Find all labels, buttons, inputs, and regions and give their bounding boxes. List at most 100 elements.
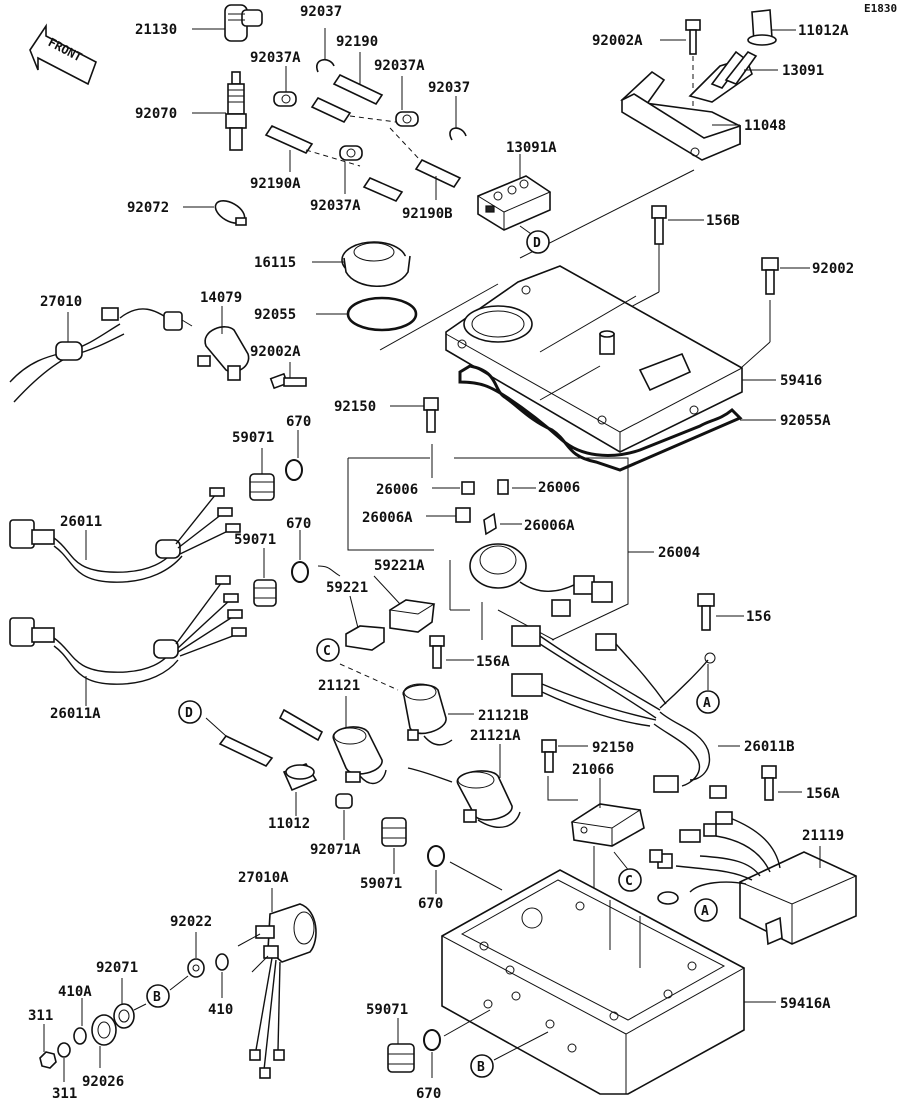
svg-text:A: A <box>701 904 709 919</box>
washer-92022 <box>187 958 205 978</box>
hose-92190 <box>332 73 384 106</box>
callout-26004: 26004 <box>658 545 700 561</box>
cover-59416 <box>445 265 744 453</box>
callout-410a: 410A <box>58 984 92 1000</box>
callout-59071-2: 59071 <box>234 532 276 548</box>
fuse-26006a-2 <box>483 512 497 536</box>
callout-59071-1: 59071 <box>232 430 274 446</box>
bolt-156a-1 <box>429 635 445 669</box>
callout-21121b: 21121B <box>478 708 529 724</box>
svg-text:B: B <box>477 1060 485 1075</box>
callout-26006a-1: 26006A <box>362 510 413 526</box>
svg-text:C: C <box>625 874 633 889</box>
svg-text:D: D <box>185 706 193 721</box>
regulator-21066 <box>570 803 645 847</box>
switch-27010a <box>237 903 317 1079</box>
washer-410a <box>73 1027 87 1045</box>
callout-92071a: 92071A <box>310 842 361 858</box>
callout-670-3: 670 <box>418 896 443 912</box>
callout-11048: 11048 <box>744 118 786 134</box>
coil-21121a <box>407 767 521 829</box>
callout-26011: 26011 <box>60 514 102 530</box>
callout-670-2: 670 <box>286 516 311 532</box>
callout-59416: 59416 <box>780 373 822 389</box>
callout-11012: 11012 <box>268 816 310 832</box>
hose-segment-1 <box>310 96 352 124</box>
callout-27010a: 27010A <box>238 870 289 886</box>
spark-plug-cap-21130 <box>224 4 263 42</box>
diagram-code: E1830 <box>864 2 897 15</box>
callout-670-1: 670 <box>286 414 311 430</box>
ecu-21119 <box>649 785 858 946</box>
clip-92037a-1 <box>273 91 297 107</box>
callout-92037a-3: 92037A <box>310 198 361 214</box>
callout-156a-1: 156A <box>476 654 510 670</box>
callout-92055a: 92055A <box>780 413 831 429</box>
callout-156b: 156B <box>706 213 740 229</box>
o-ring-670-2 <box>291 561 309 583</box>
callout-92002a-2: 92002A <box>250 344 301 360</box>
o-ring-410 <box>215 953 229 971</box>
callout-21121: 21121 <box>318 678 360 694</box>
seal-92026 <box>91 1014 117 1046</box>
callout-92037a-2: 92037A <box>374 58 425 74</box>
marker-d-1: D <box>526 230 550 254</box>
harness-26011b <box>511 625 716 793</box>
callout-26006-1: 26006 <box>376 482 418 498</box>
cap-11012a <box>747 9 777 46</box>
bolt-156a-2 <box>761 765 777 801</box>
front-arrow-icon: FRONT <box>29 23 97 86</box>
callout-92055: 92055 <box>254 307 296 323</box>
callout-92022: 92022 <box>170 914 212 930</box>
fitting-59071-3 <box>381 817 407 847</box>
marker-b-1: B <box>146 984 170 1008</box>
marker-a-2: A <box>694 898 718 922</box>
callout-92190b: 92190B <box>402 206 453 222</box>
callout-92037-2: 92037 <box>428 80 470 96</box>
clip-92037a-2 <box>395 111 419 127</box>
cap-16115 <box>341 241 411 288</box>
callout-11012a: 11012A <box>798 23 849 39</box>
relay-59221 <box>345 625 385 651</box>
callout-16115: 16115 <box>254 255 296 271</box>
harness-26011 <box>9 487 241 583</box>
callout-27010: 27010 <box>40 294 82 310</box>
callout-311-2: 311 <box>52 1086 77 1102</box>
callout-21121a: 21121A <box>470 728 521 744</box>
fitting-59071-4 <box>387 1043 415 1073</box>
svg-text:A: A <box>703 696 711 711</box>
callout-59416a: 59416A <box>780 996 831 1012</box>
svg-text:B: B <box>153 990 161 1005</box>
fuse-holder <box>469 543 613 617</box>
hose-segment-2 <box>264 124 314 155</box>
o-ring-670-1 <box>285 459 303 481</box>
fuse-26006a-1 <box>455 507 471 523</box>
junction-block-13091a <box>476 175 552 231</box>
o-ring-670-4 <box>423 1029 441 1051</box>
callout-26011a: 26011A <box>50 706 101 722</box>
coil-21121b <box>402 683 453 746</box>
marker-c-2: C <box>618 868 642 892</box>
bolt-92002 <box>761 257 779 295</box>
bracket-13091 <box>688 50 758 103</box>
clamp-92072 <box>214 200 247 226</box>
marker-a-1: A <box>696 690 720 714</box>
case-59416a <box>440 869 746 1095</box>
fuse-26006-2 <box>497 479 509 495</box>
callout-92026: 92026 <box>82 1074 124 1090</box>
bracket-11048 <box>620 70 741 161</box>
svg-text:C: C <box>323 644 331 659</box>
callout-26006a-2: 26006A <box>524 518 575 534</box>
bolt-92150-1 <box>423 397 439 433</box>
fitting-59071-2 <box>253 579 277 607</box>
callout-92190a: 92190A <box>250 176 301 192</box>
clip-92037-top <box>316 59 335 73</box>
nut-311-1 <box>39 1051 57 1069</box>
wire-harness-27010 <box>9 307 193 403</box>
hose-segment-4 <box>414 158 462 189</box>
callout-92150-1: 92150 <box>334 399 376 415</box>
callout-26011b: 26011B <box>744 739 795 755</box>
callout-21119: 21119 <box>802 828 844 844</box>
callout-92071: 92071 <box>96 960 138 976</box>
